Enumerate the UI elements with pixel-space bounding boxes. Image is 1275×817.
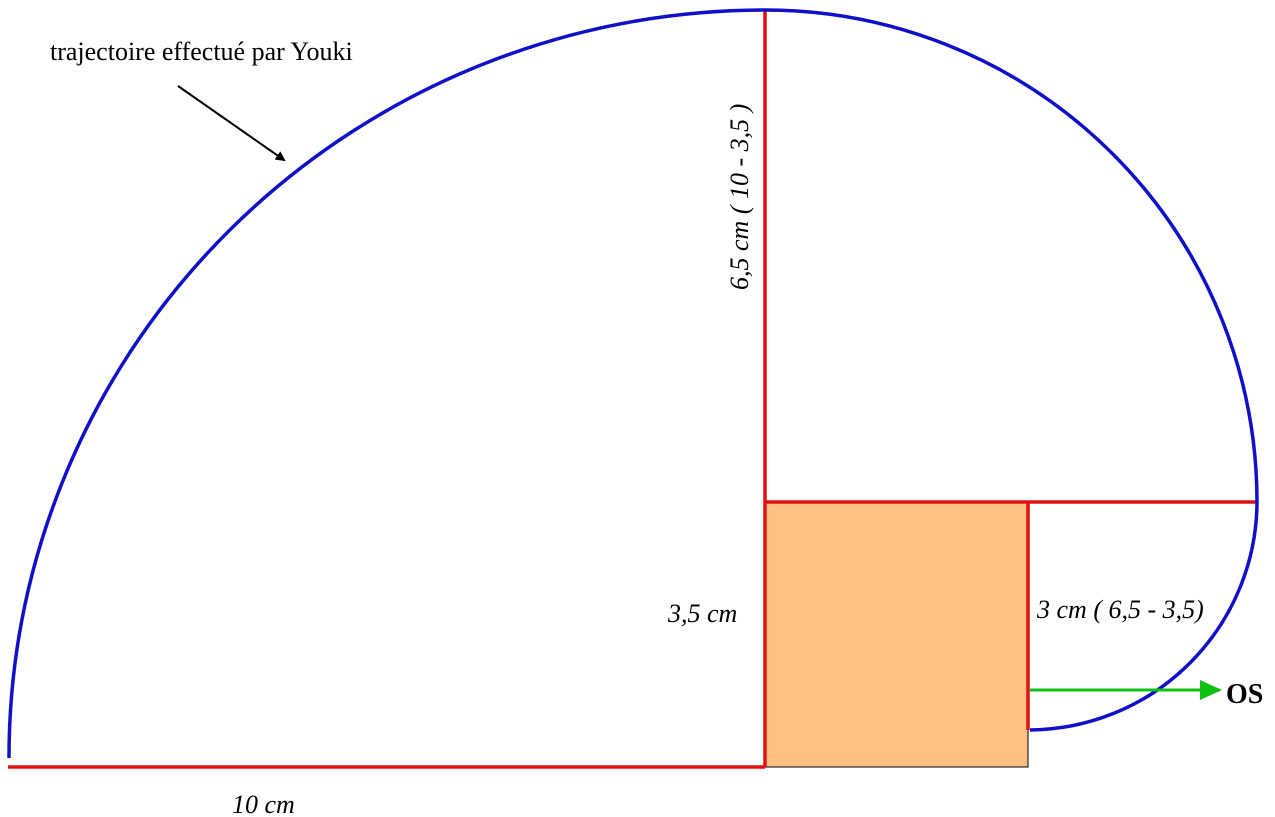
target-label: OS (1226, 679, 1263, 710)
bottom-length-label: 10 cm (232, 790, 295, 817)
box-height-label: 3,5 cm (667, 599, 737, 628)
right-segment-label: 3 cm ( 6,5 - 3,5) (1036, 595, 1204, 624)
trajectory-label: trajectoire effectué par Youki (50, 37, 353, 66)
pointer-arrow (177, 85, 286, 162)
orange-box (764, 502, 1029, 768)
upper-vertical-label: 6,5 cm ( 10 - 3,5 ) (725, 104, 754, 290)
trajectory-curve (7, 8, 1259, 759)
